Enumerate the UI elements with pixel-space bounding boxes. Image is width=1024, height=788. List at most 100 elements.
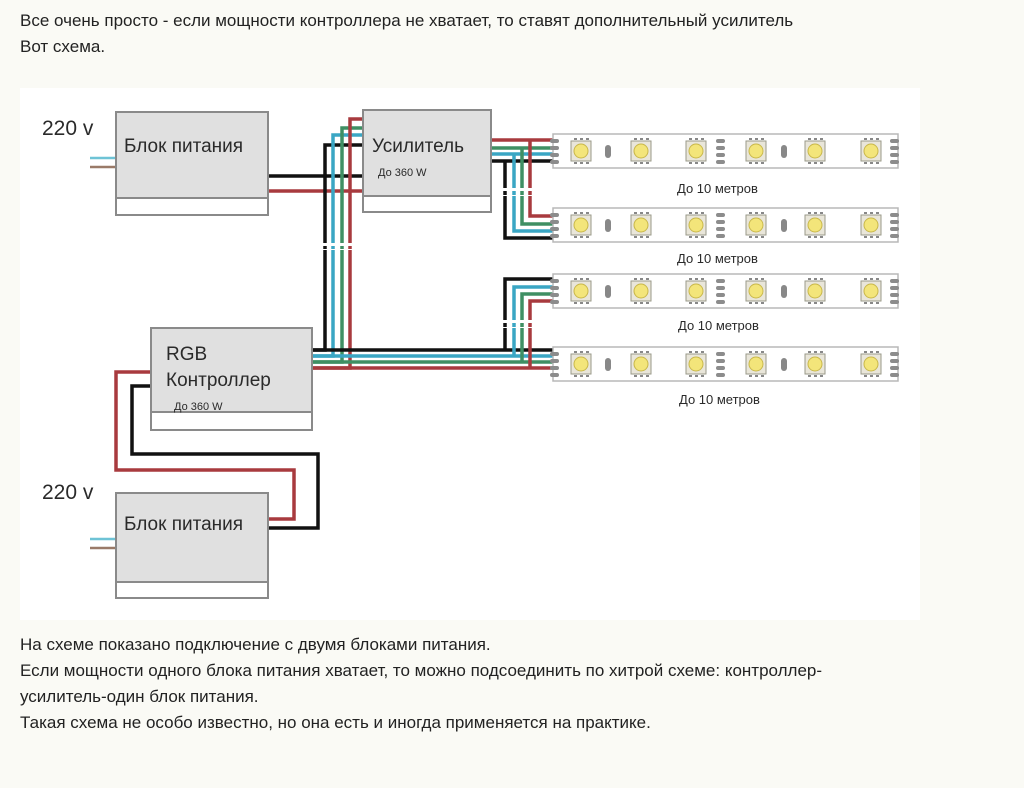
led-pin bbox=[864, 162, 867, 164]
led-pin bbox=[876, 162, 879, 164]
led-pin bbox=[814, 302, 817, 304]
wires-layer bbox=[90, 117, 555, 550]
led-pin bbox=[646, 375, 649, 377]
wire-red bbox=[528, 140, 555, 218]
wiring-diagram: 220 v Блок питания Усилитель До 360 W RG… bbox=[20, 88, 920, 620]
led-emitter bbox=[748, 356, 764, 372]
strip-length-label: До 10 метров bbox=[677, 251, 758, 266]
led-pin bbox=[640, 351, 643, 353]
led-pin bbox=[761, 138, 764, 140]
strip-cut-pad bbox=[890, 153, 899, 157]
led-pin bbox=[586, 375, 589, 377]
wire-black bbox=[503, 277, 555, 350]
strip-tape bbox=[552, 273, 899, 309]
led-pin bbox=[761, 212, 764, 214]
led-chip bbox=[630, 212, 652, 238]
strip-cut-pad bbox=[890, 300, 899, 304]
led-emitter bbox=[748, 143, 764, 159]
strip-cut-pad bbox=[716, 352, 725, 356]
led-pin bbox=[749, 278, 752, 280]
resistor bbox=[605, 285, 611, 298]
controller-box-foot bbox=[150, 411, 313, 431]
led-pin bbox=[695, 236, 698, 238]
wire-break bbox=[500, 327, 536, 328]
power-supply-bottom: 220 v Блок питания bbox=[42, 481, 269, 599]
led-pin bbox=[701, 212, 704, 214]
led-emitter bbox=[633, 283, 649, 299]
led-pin bbox=[640, 212, 643, 214]
led-chip bbox=[685, 212, 707, 238]
led-pin bbox=[646, 138, 649, 140]
strip-cut-pad bbox=[890, 227, 899, 231]
led-pin bbox=[640, 138, 643, 140]
strip-input-pad bbox=[550, 279, 559, 283]
intro-line: Вот схема. bbox=[20, 37, 106, 56]
wire-break bbox=[500, 195, 536, 196]
led-pin bbox=[634, 162, 637, 164]
led-pin bbox=[755, 375, 758, 377]
led-pin bbox=[695, 212, 698, 214]
led-chip bbox=[685, 278, 707, 304]
led-pin bbox=[586, 138, 589, 140]
strip-tape bbox=[552, 133, 899, 169]
led-pin bbox=[689, 236, 692, 238]
led-pin bbox=[580, 375, 583, 377]
strip-cut-pad bbox=[890, 139, 899, 143]
wiring-diagram-svg: 220 v Блок питания Усилитель До 360 W RG… bbox=[42, 109, 899, 599]
led-pin bbox=[814, 138, 817, 140]
led-pin bbox=[689, 302, 692, 304]
led-strip-body bbox=[550, 207, 899, 243]
strip-cut-pad bbox=[716, 220, 725, 224]
amplifier-power: До 360 W bbox=[378, 167, 427, 179]
led-pin bbox=[814, 212, 817, 214]
intro-line: Все очень просто - если мощности контрол… bbox=[20, 11, 794, 30]
led-emitter bbox=[573, 283, 589, 299]
led-emitter bbox=[688, 356, 704, 372]
led-chip bbox=[745, 351, 767, 377]
led-pin bbox=[870, 278, 873, 280]
led-pin bbox=[580, 138, 583, 140]
led-pin bbox=[820, 138, 823, 140]
controller-label-line2: Контроллер bbox=[166, 370, 271, 391]
led-pin bbox=[876, 375, 879, 377]
strip-cut-pad bbox=[890, 220, 899, 224]
led-pin bbox=[820, 375, 823, 377]
outro-line: На схеме показано подключение с двумя бл… bbox=[20, 635, 491, 654]
strip-cut-pad bbox=[890, 373, 899, 377]
led-pin bbox=[701, 162, 704, 164]
led-pin bbox=[820, 302, 823, 304]
led-pin bbox=[761, 351, 764, 353]
strip-input-pad bbox=[550, 366, 559, 370]
strip-cut-pad bbox=[890, 293, 899, 297]
led-pin bbox=[646, 236, 649, 238]
led-pin bbox=[820, 351, 823, 353]
led-strip-body bbox=[550, 133, 899, 169]
led-pin bbox=[870, 162, 873, 164]
led-pin bbox=[701, 375, 704, 377]
led-pin bbox=[640, 162, 643, 164]
led-pin bbox=[876, 302, 879, 304]
outro-line: Если мощности одного блока питания хвата… bbox=[20, 661, 823, 680]
resistor bbox=[781, 285, 787, 298]
led-pin bbox=[701, 278, 704, 280]
led-pin bbox=[749, 162, 752, 164]
led-emitter bbox=[748, 283, 764, 299]
strip-cut-pad bbox=[716, 227, 725, 231]
led-emitter bbox=[748, 217, 764, 233]
led-pin bbox=[870, 351, 873, 353]
led-emitter bbox=[573, 356, 589, 372]
led-pin bbox=[701, 351, 704, 353]
led-emitter bbox=[807, 283, 823, 299]
led-pin bbox=[701, 138, 704, 140]
wire-green bbox=[520, 292, 555, 362]
led-pin bbox=[701, 236, 704, 238]
led-pin bbox=[749, 302, 752, 304]
led-pin bbox=[695, 162, 698, 164]
strip-input-pad bbox=[550, 160, 559, 164]
led-strips-layer: До 10 метров До 10 метров До 10 метров Д… bbox=[550, 133, 899, 407]
psu-bottom-box bbox=[115, 492, 269, 599]
led-chip bbox=[570, 138, 592, 164]
led-pin bbox=[864, 302, 867, 304]
resistor bbox=[605, 145, 611, 158]
led-pin bbox=[808, 278, 811, 280]
